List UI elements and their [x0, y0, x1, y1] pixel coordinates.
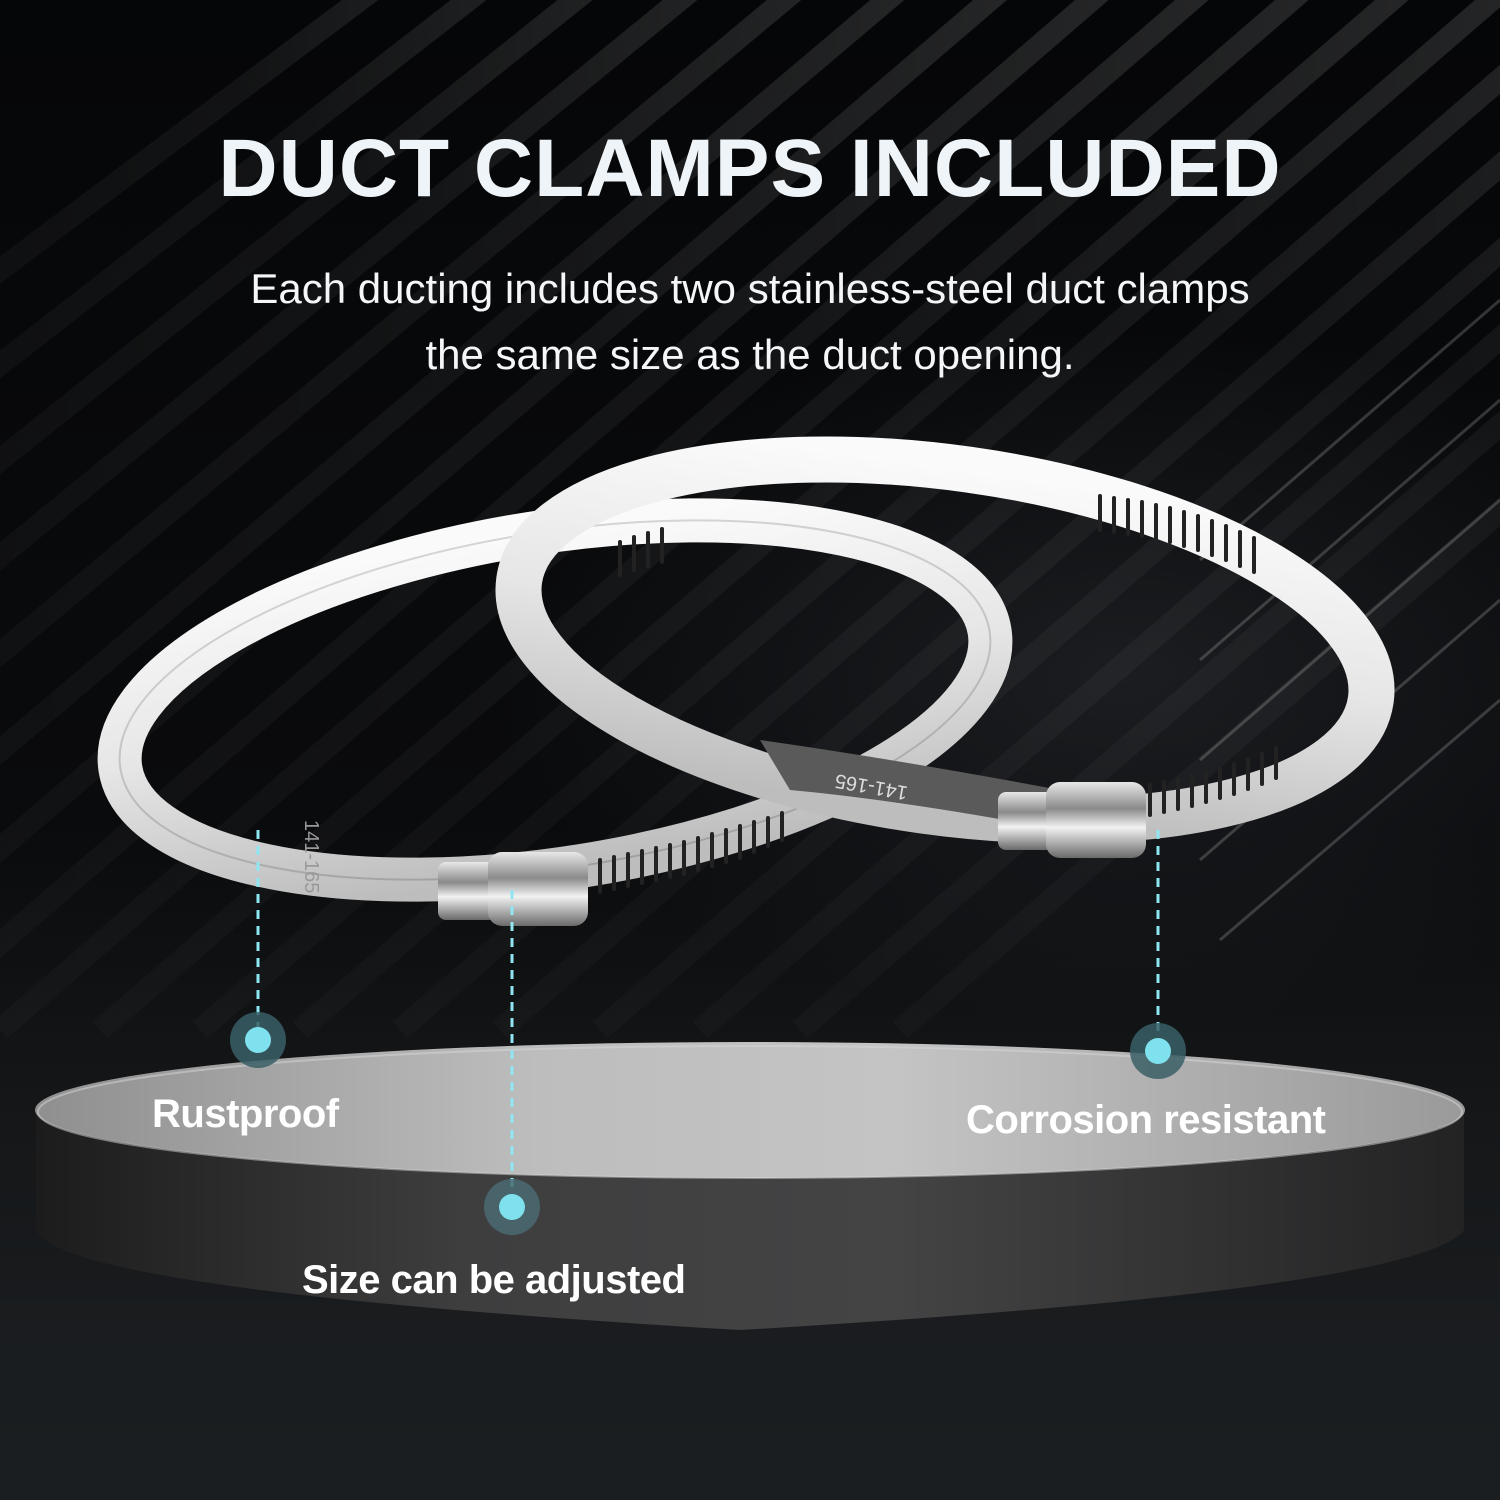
- clamp-marking-left: 141-165: [300, 820, 322, 893]
- headline: DUCT CLAMPS INCLUDED: [218, 123, 1282, 214]
- callout-lines: [256, 830, 1160, 1200]
- callout-dot-icon: [484, 1179, 540, 1235]
- callout-dot-icon: [230, 1012, 286, 1068]
- podium: [35, 1042, 1465, 1330]
- clamp-right: 141-165: [495, 436, 1395, 858]
- callout-dot-icon: [1130, 1023, 1186, 1079]
- feature-label-rustproof: Rustproof: [152, 1092, 339, 1136]
- feature-label-corrosion-resistant: Corrosion resistant: [966, 1098, 1326, 1142]
- feature-label-size-adjustable: Size can be adjusted: [302, 1258, 686, 1302]
- subtitle-line-2: the same size as the duct opening.: [425, 331, 1075, 378]
- subtitle-line-1: Each ducting includes two stainless-stee…: [250, 265, 1250, 312]
